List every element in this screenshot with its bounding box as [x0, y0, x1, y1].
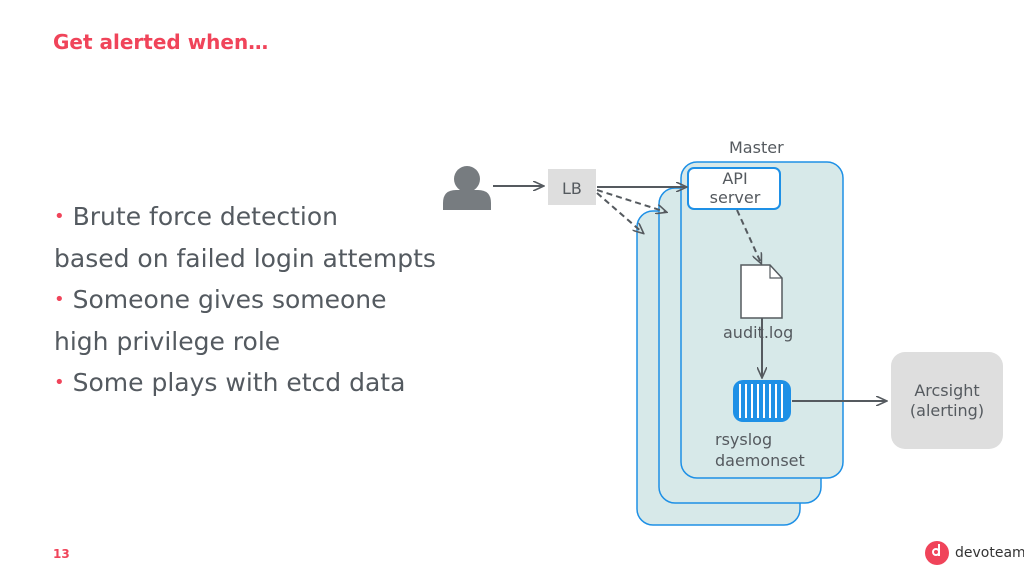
bullet-item: • Brute force detection [54, 196, 436, 238]
master-label: Master [729, 138, 784, 157]
file-fold [769, 265, 782, 279]
bullet-text: high privilege role [54, 326, 281, 356]
lb-box [548, 169, 596, 205]
bullet-item: • Some plays with etcd data [54, 362, 436, 404]
lb-to-master2-arrow [596, 189, 666, 212]
lb-to-master3-arrow [596, 192, 643, 233]
arcsight-label: Arcsight (alerting) [909, 381, 985, 420]
devoteam-logo: devoteam [925, 541, 1024, 565]
bullet-item: high privilege role [54, 321, 436, 363]
bullet-text: Someone gives someone [72, 285, 387, 314]
api-server-label: API server [709, 169, 761, 207]
brand-name: devoteam [955, 545, 1024, 561]
rsyslog-queue-icon [733, 380, 791, 422]
audit-log-label: audit.log [723, 323, 794, 342]
slide-title: Get alerted when… [53, 30, 269, 54]
bullet-item: • Someone gives someone [54, 279, 436, 321]
bullet-marker: • [54, 206, 65, 227]
bullet-item: based on failed login attempts [54, 238, 436, 280]
devoteam-logo-icon [925, 541, 949, 565]
arcsight-box [891, 352, 1003, 449]
bullet-marker: • [54, 289, 65, 310]
lb-label: LB [562, 179, 582, 198]
bullet-text: Brute force detection [72, 202, 338, 231]
bullet-marker: • [54, 372, 65, 393]
page-number: 13 [53, 547, 70, 561]
user-icon [443, 166, 491, 210]
bullet-text: Some plays with etcd data [72, 368, 406, 397]
rsyslog-label: rsyslog daemonset [715, 430, 805, 470]
api-server-box [687, 167, 781, 210]
audit-log-file-icon [740, 264, 783, 319]
bullet-list: • Brute force detection based on failed l… [54, 196, 436, 404]
bullet-text: based on failed login attempts [54, 243, 436, 273]
